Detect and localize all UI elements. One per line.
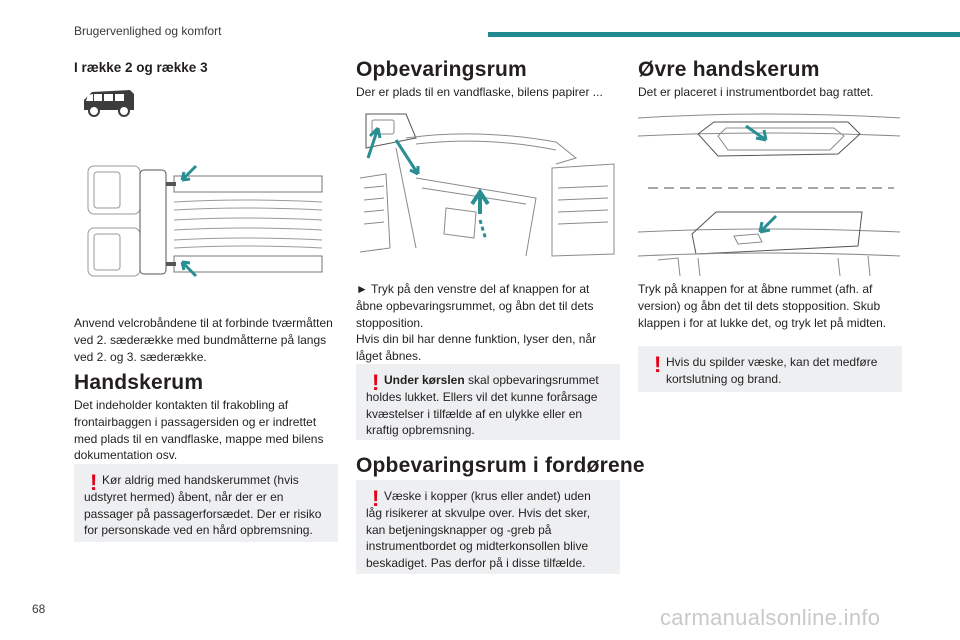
col2-note: Hvis din bil har denne funktion, lyser d…: [356, 332, 597, 363]
warning-text: Under kørslen skal opbevaringsrummet hol…: [366, 372, 610, 439]
storage-compartment-illustration: [359, 113, 615, 257]
warning-box-cups: ! Væske i kopper (krus eller andet) uden…: [356, 480, 620, 574]
warning-icon: !: [654, 352, 662, 377]
col1-section-paragraph: Det indeholder kontakten til frakobling …: [74, 398, 324, 463]
header-accent-bar: [488, 32, 960, 37]
col3-instruction: Tryk på knappen for at åbne rummet (afh.…: [638, 282, 887, 330]
watermark: carmanualsonline.info: [660, 605, 881, 630]
warning-icon: !: [372, 370, 380, 395]
warning-box-glovebox: ! Kør aldrig med handskerummet (hvis uds…: [74, 464, 338, 542]
heading-upper-glovebox: Øvre handskerum: [638, 58, 820, 81]
floor-mat-illustration: [87, 164, 323, 278]
col3-intro: Det er placeret i instrumentbordet bag r…: [638, 85, 874, 99]
col2-instruction: ► Tryk på den venstre del af knappen for…: [356, 282, 594, 330]
warning-rest: skal opbevaringsrummet holdes lukket. El…: [366, 373, 599, 438]
col1-paragraph: Anvend velcrobåndene til at forbinde tvæ…: [74, 316, 333, 364]
col2-intro: Der er plads til en vandflaske, bilens p…: [356, 85, 603, 99]
warning-icon: !: [90, 470, 98, 495]
van-icon: [84, 90, 134, 117]
warning-box-driving: ! Under kørslen skal opbevaringsrummet h…: [356, 364, 620, 440]
warning-box-spill: ! Hvis du spilder væske, kan det medføre…: [638, 346, 902, 392]
warning-text: Væske i kopper (krus eller andet) uden l…: [366, 489, 591, 571]
page-number: 68: [32, 602, 46, 616]
upper-glovebox-illustration: [638, 113, 900, 276]
heading-handskerum: Handskerum: [74, 371, 204, 394]
warning-icon: !: [372, 486, 380, 511]
section-title: Brugervenlighed og komfort: [74, 24, 222, 38]
warning-bold: Under kørslen: [384, 373, 465, 387]
heading-door-storage: Opbevaringsrum i fordørene: [356, 454, 645, 477]
warning-text: Hvis du spilder væske, kan det medføre k…: [666, 355, 878, 386]
subheading-rows: I række 2 og række 3: [74, 60, 208, 75]
warning-text: Kør aldrig med handskerummet (hvis udsty…: [84, 473, 322, 538]
heading-opbevaringsrum: Opbevaringsrum: [356, 58, 527, 81]
